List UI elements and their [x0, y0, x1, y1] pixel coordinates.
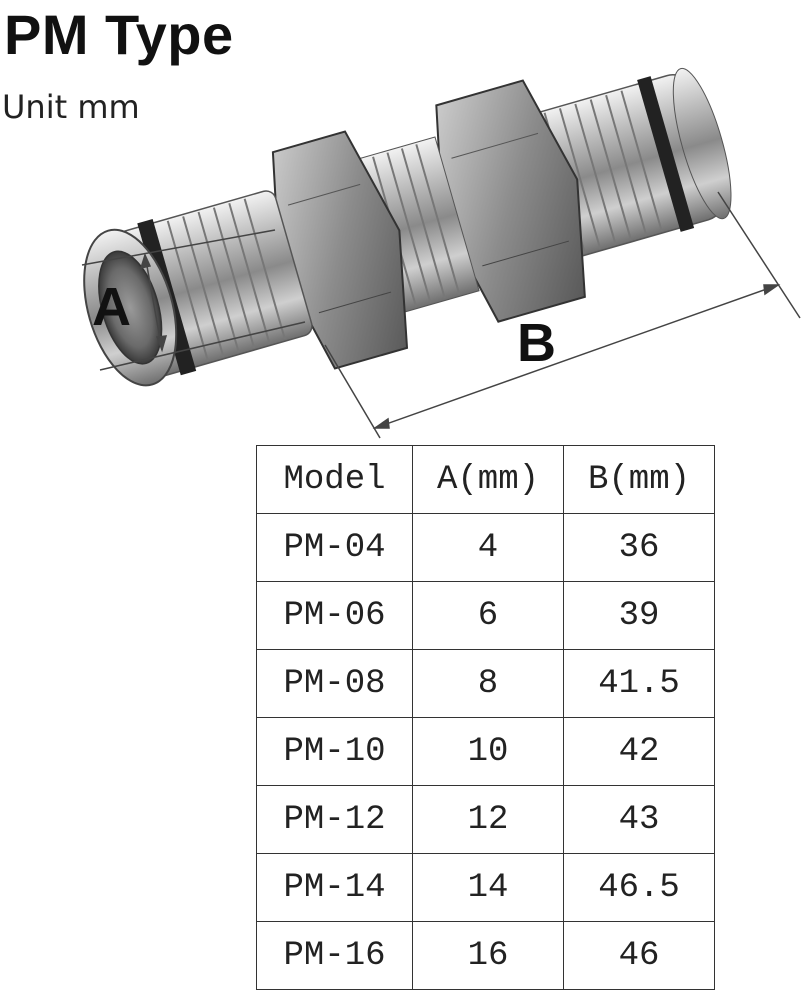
cell-a: 16: [412, 921, 564, 990]
cell-b: 43: [563, 785, 715, 854]
cell-b: 41.5: [563, 649, 715, 718]
dimension-b-label: B: [517, 313, 556, 373]
cell-model: PM-06: [256, 581, 413, 650]
unit-label: Unit mm: [2, 88, 140, 126]
cell-model: PM-16: [256, 921, 413, 990]
header-b: B(mm): [563, 445, 715, 514]
cell-b: 46.5: [563, 853, 715, 922]
cell-model: PM-08: [256, 649, 413, 718]
cell-model: PM-14: [256, 853, 413, 922]
cell-a: 6: [412, 581, 564, 650]
dimension-a-label: A: [92, 277, 131, 337]
fitting-body: [83, 67, 732, 387]
table-row: PM-12 12 43: [256, 785, 715, 854]
cell-a: 8: [412, 649, 564, 718]
cell-a: 14: [412, 853, 564, 922]
header-model: Model: [256, 445, 413, 514]
cell-model: PM-04: [256, 513, 413, 582]
dimension-b-lines: [324, 191, 801, 439]
table-header-row: Model A(mm) B(mm): [256, 445, 715, 514]
cell-a: 12: [412, 785, 564, 854]
page-title: PM Type: [4, 3, 234, 66]
cell-b: 46: [563, 921, 715, 990]
cell-model: PM-12: [256, 785, 413, 854]
spec-table: Model A(mm) B(mm) PM-04 4 36 PM-06 6 39 …: [256, 445, 715, 990]
cell-a: 10: [412, 717, 564, 786]
table-row: PM-08 8 41.5: [256, 649, 715, 718]
header-a: A(mm): [412, 445, 564, 514]
cell-b: 36: [563, 513, 715, 582]
table-row: PM-04 4 36: [256, 513, 715, 582]
dimension-a-lines: [81, 229, 306, 371]
cell-b: 42: [563, 717, 715, 786]
table-row: PM-16 16 46: [256, 921, 715, 990]
cell-model: PM-10: [256, 717, 413, 786]
table-row: PM-06 6 39: [256, 581, 715, 650]
cell-a: 4: [412, 513, 564, 582]
table-row: PM-14 14 46.5: [256, 853, 715, 922]
table-row: PM-10 10 42: [256, 717, 715, 786]
cell-b: 39: [563, 581, 715, 650]
